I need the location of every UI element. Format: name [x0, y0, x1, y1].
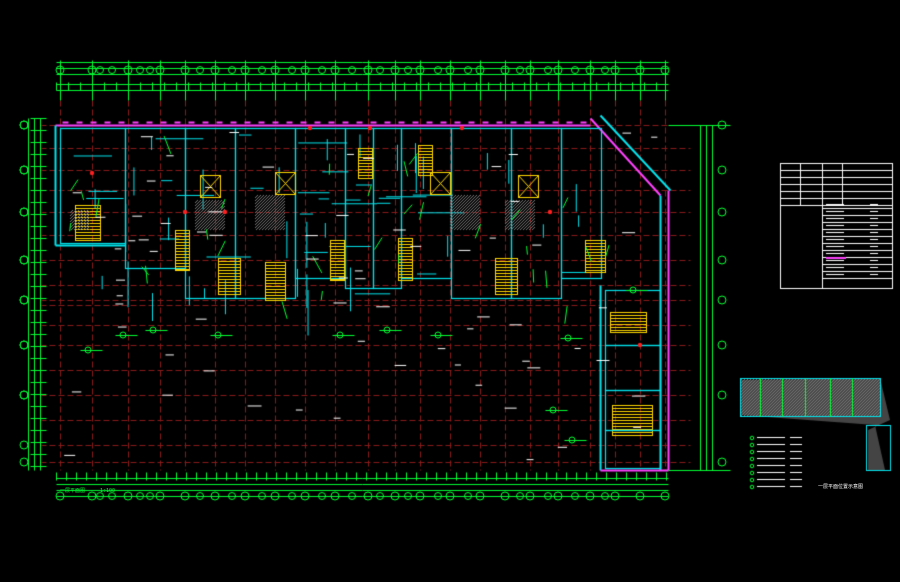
- plan-title: 一层平面图: [60, 488, 86, 494]
- plan-scale: 1:100: [100, 488, 116, 494]
- key-plan-title: 一层平面位置示意图: [818, 484, 864, 490]
